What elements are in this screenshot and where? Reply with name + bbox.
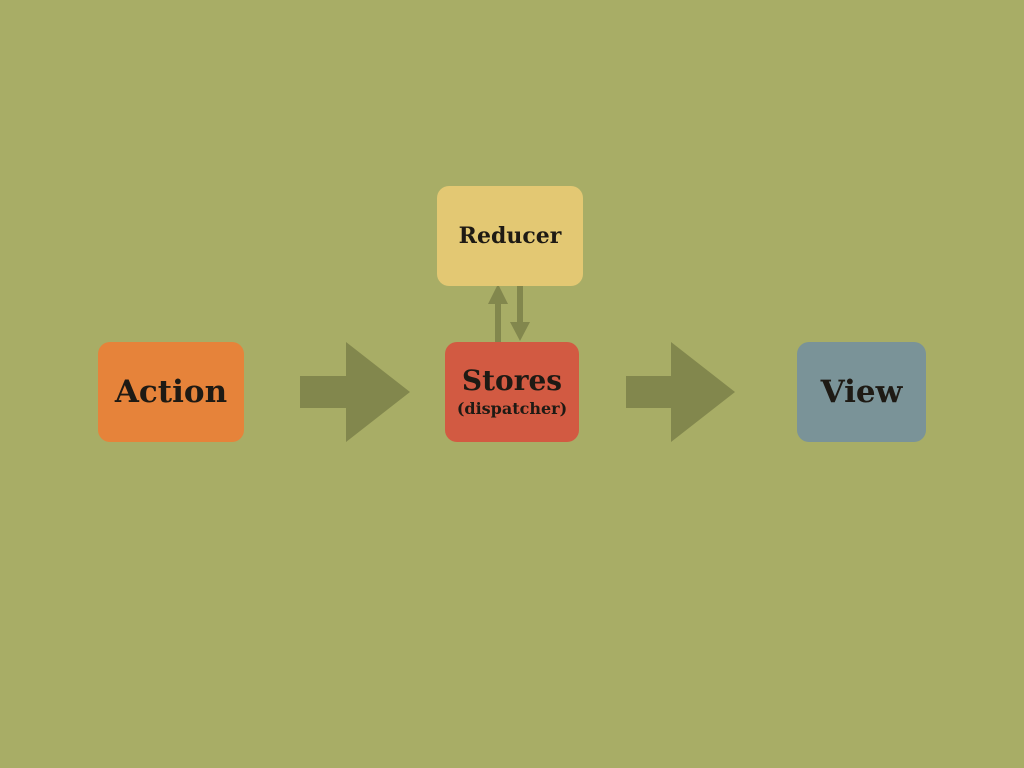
arrow-stores-to-view: [626, 342, 735, 442]
stores-label: Stores: [461, 363, 563, 397]
action-node: Action: [98, 342, 244, 442]
arrow-stores-to-reducer: [488, 284, 508, 342]
stores-sublabel: (dispatcher): [456, 399, 568, 419]
view-node: View: [797, 342, 926, 442]
reducer-node: Reducer: [437, 186, 583, 286]
stores-node: Stores (dispatcher): [445, 342, 579, 442]
arrow-action-to-stores: [300, 342, 410, 442]
view-label: View: [820, 374, 903, 410]
action-label: Action: [114, 374, 228, 410]
arrow-reducer-to-stores: [510, 286, 530, 341]
reducer-label: Reducer: [458, 223, 562, 249]
